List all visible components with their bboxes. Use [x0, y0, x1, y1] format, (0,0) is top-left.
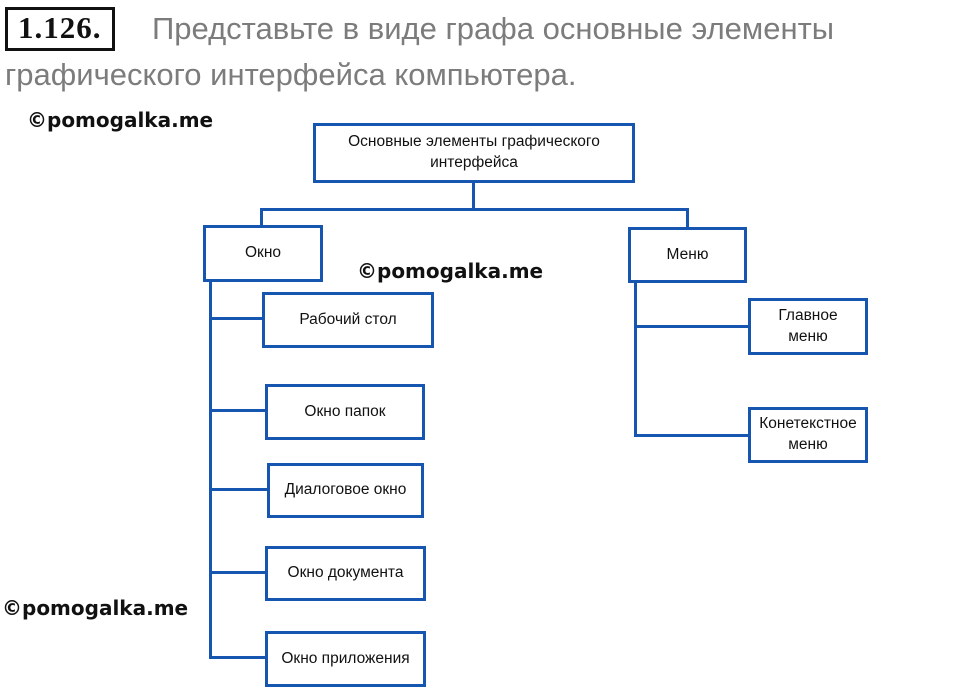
node-okno-papok: Окно папок	[265, 384, 425, 440]
watermark-top: ©pomogalka.me	[27, 108, 214, 132]
connector-stub-rabochiy-stol	[209, 317, 262, 320]
connector-root-vertical	[472, 183, 475, 210]
node-rabochiy-stol: Рабочий стол	[262, 292, 434, 348]
connector-stub-okno-prilozheniya	[209, 656, 265, 659]
heading-line-1: Представьте в виде графа основные элемен…	[152, 11, 835, 46]
node-kontekstnoe-menu: Конетекстное меню	[748, 407, 868, 463]
connector-okno-trunk	[209, 282, 212, 659]
node-okno-prilozheniya: Окно приложения	[265, 631, 426, 687]
connector-menu-drop	[686, 208, 689, 227]
connector-stub-kontekstnoe-menu	[634, 434, 748, 437]
task-number: 1.126.	[5, 7, 115, 51]
node-root: Основные элементы графического интерфейс…	[313, 123, 635, 183]
node-okno-dokumenta: Окно документа	[265, 546, 426, 601]
node-menu: Меню	[628, 227, 747, 283]
connector-main-horizontal	[260, 208, 689, 211]
heading-line-2: графического интерфейса компьютера.	[5, 57, 577, 92]
node-glavnoe-menu: Главное меню	[748, 298, 868, 355]
connector-menu-trunk	[634, 283, 637, 437]
watermark-bottom: ©pomogalka.me	[2, 596, 189, 620]
connector-stub-dialogovoe-okno	[209, 488, 267, 491]
connector-stub-okno-papok	[209, 409, 265, 412]
connector-stub-glavnoe-menu	[634, 325, 748, 328]
connector-okno-drop	[260, 208, 263, 225]
node-okno: Окно	[203, 225, 323, 282]
watermark-middle: ©pomogalka.me	[357, 259, 544, 283]
node-dialogovoe-okno: Диалоговое окно	[267, 463, 424, 518]
connector-stub-okno-dokumenta	[209, 571, 265, 574]
